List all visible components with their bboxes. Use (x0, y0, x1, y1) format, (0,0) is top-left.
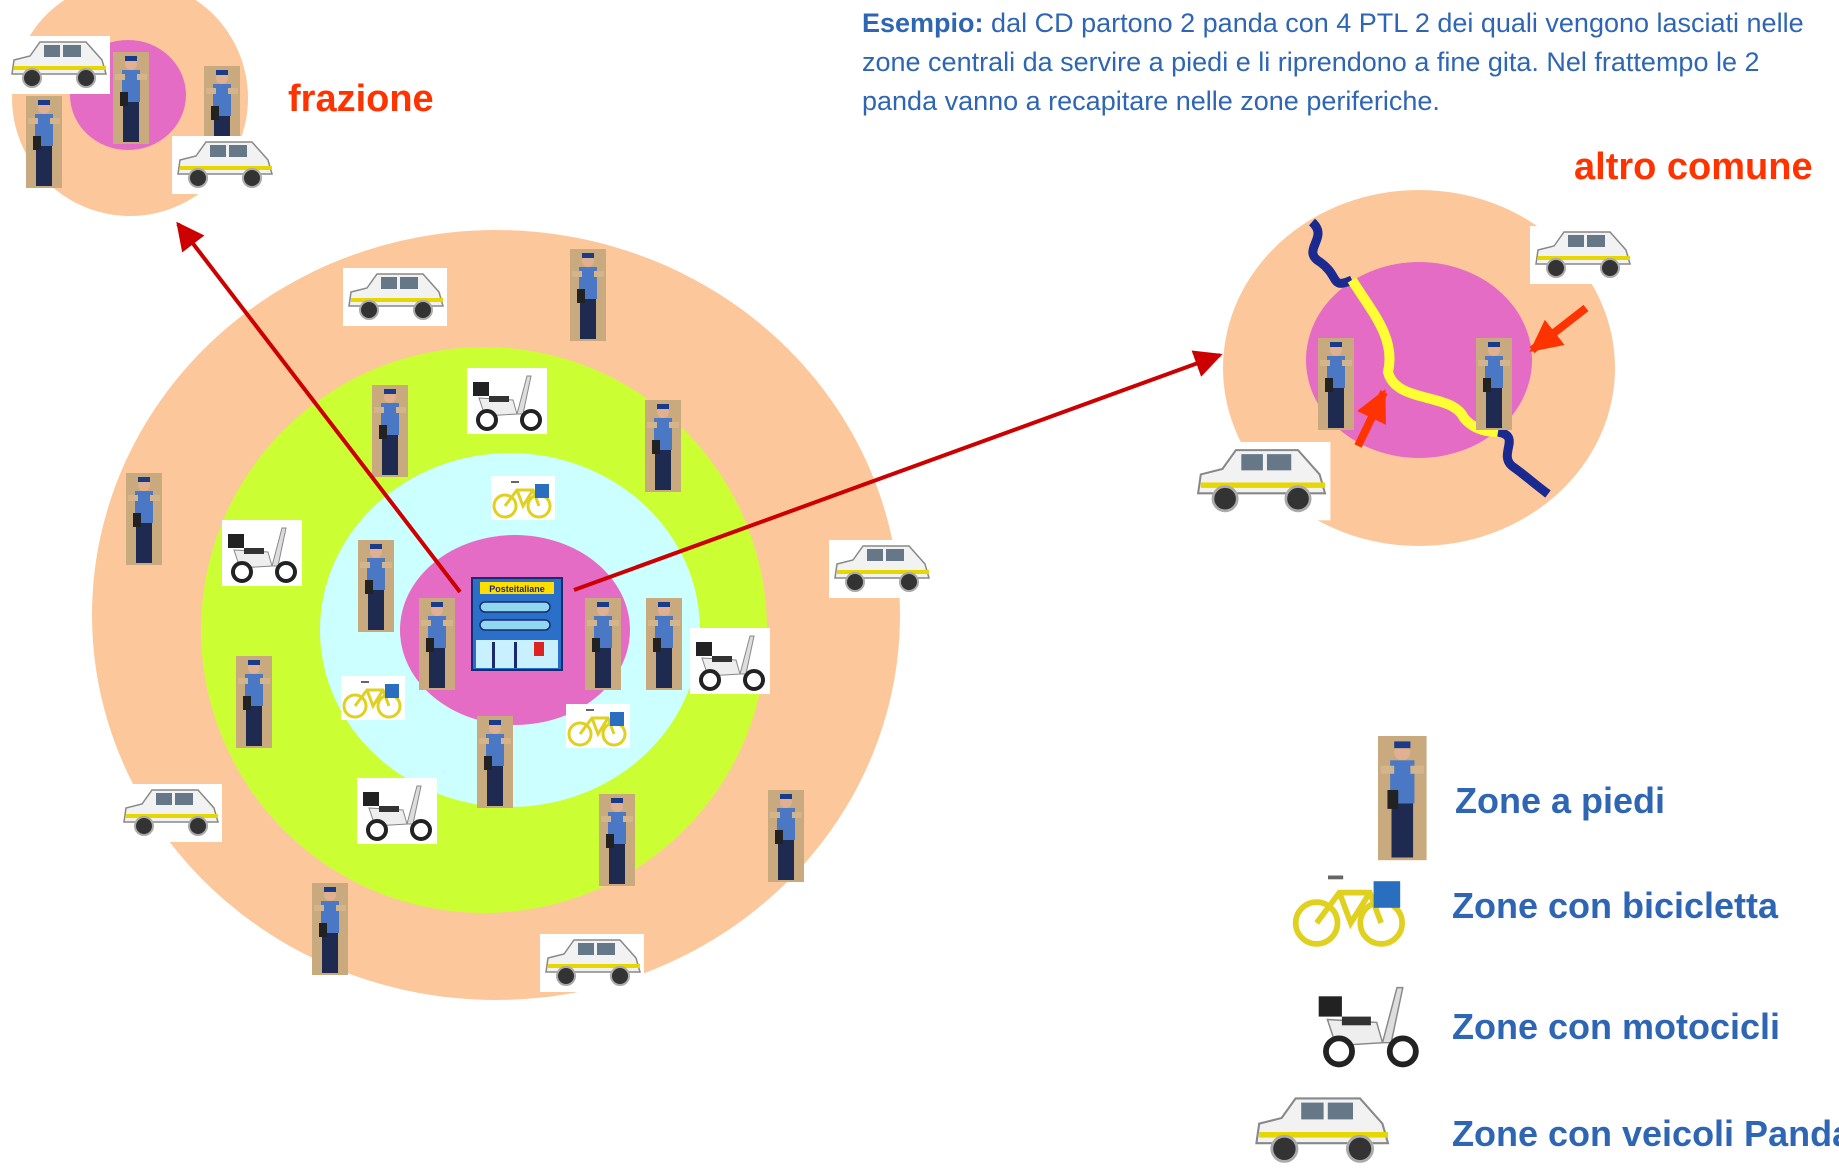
example-note: Esempio: dal CD partono 2 panda con 4 PT… (862, 4, 1822, 121)
panda-car-icon (5, 35, 111, 95)
panda-car-icon (828, 539, 934, 599)
building-sign: Posteitaliane (489, 584, 545, 594)
postman-icon (26, 96, 62, 188)
example-lead: Esempio: (862, 8, 984, 38)
legend-bicycle-icon (1290, 866, 1412, 950)
altro-comune-label: altro comune (1574, 146, 1813, 188)
postman-icon (646, 598, 682, 690)
postman-icon (1476, 338, 1512, 430)
postman-icon (1318, 338, 1354, 430)
legend-panda-car-icon (1246, 1088, 1395, 1173)
road-line (1308, 218, 1354, 288)
postman-icon (113, 52, 149, 144)
postman-icon (358, 540, 394, 632)
panda-car-icon (539, 933, 645, 993)
postman-icon (645, 400, 681, 492)
legend-label-bicycle: Zone con bicicletta (1452, 885, 1779, 926)
frazione-label: frazione (288, 78, 434, 120)
legend-scooter-icon (1310, 976, 1426, 1072)
panda-car-icon (117, 783, 223, 843)
postman-icon (126, 473, 162, 565)
example-text: dal CD partono 2 panda con 4 PTL 2 dei q… (862, 8, 1804, 116)
pointer-arrow (1529, 304, 1589, 354)
postman-icon (419, 598, 455, 690)
arrow-to-altro-comune (573, 350, 1223, 592)
panda-car-icon (171, 135, 277, 195)
panda-car-icon (1188, 440, 1332, 522)
postman-icon (585, 598, 621, 690)
post-office-building-icon: Posteitaliane (471, 577, 563, 671)
panda-car-icon (1529, 225, 1635, 285)
legend-label-scooter: Zone con motocicli (1452, 1006, 1781, 1047)
legend-label-panda: Zone con veicoli Panda (1452, 1113, 1839, 1154)
bicycle-icon (489, 474, 557, 522)
postman-icon (599, 794, 635, 886)
scooter-icon (465, 366, 549, 436)
legend-label-walk: Zone a piedi (1455, 780, 1666, 821)
legend-postman-icon (1378, 736, 1427, 861)
postman-icon (236, 656, 272, 748)
panda-car-icon (342, 267, 448, 327)
scooter-icon (220, 518, 304, 588)
postman-icon (477, 716, 513, 808)
scooter-icon (355, 776, 439, 846)
scooter-icon (688, 626, 772, 696)
postman-icon (768, 790, 804, 882)
postman-icon (372, 385, 408, 477)
postman-icon (312, 883, 348, 975)
arrow-to-frazione (176, 221, 462, 594)
postman-icon (570, 249, 606, 341)
road-line (1496, 427, 1551, 498)
pointer-arrow (1354, 389, 1388, 448)
bicycle-icon (564, 702, 632, 750)
bicycle-icon (339, 674, 407, 722)
